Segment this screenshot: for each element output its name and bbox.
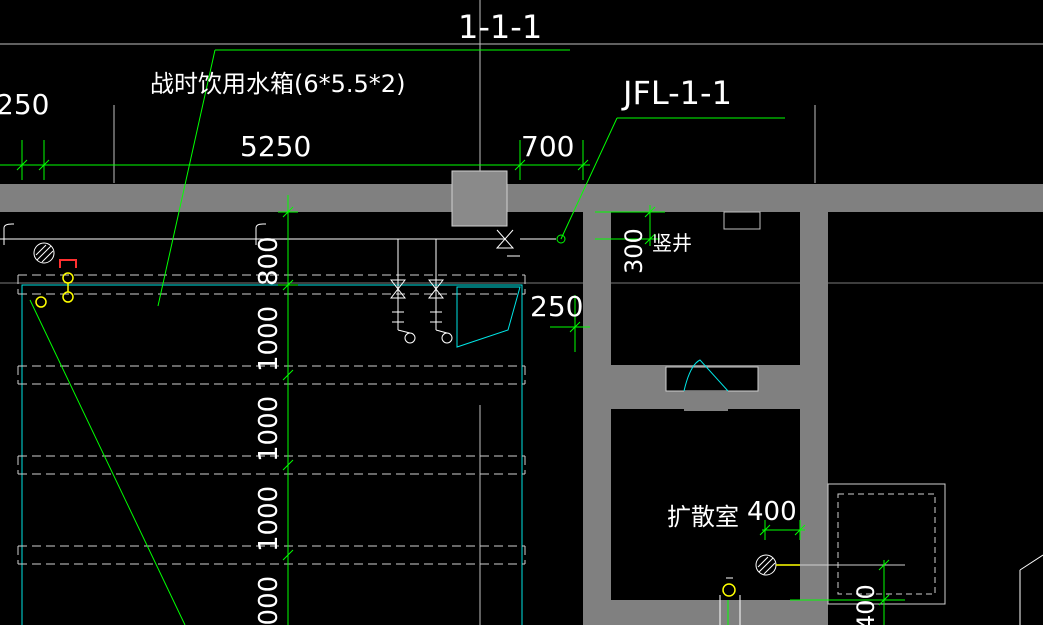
dim-1000-c: 1000 [254,486,284,552]
shaft-label: 竖井 [652,231,692,255]
dim-300: 300 [620,228,648,274]
dim-1000-b: 1000 [254,396,284,462]
dim-5250: 5250 [240,130,311,163]
diffusion-room-label: 扩散室 [667,503,739,531]
dim-800: 800 [254,236,284,286]
dim-700: 700 [521,130,574,163]
dim-400-room: 400 [747,497,797,527]
dim-400-bottom: 400 [852,584,880,625]
dim-1000-d: 1000 [254,576,284,625]
dimension-lines [0,49,905,625]
dim-250-top-left: 250 [0,88,49,121]
fittings [35,259,946,605]
riser-label: JFL-1-1 [621,74,732,112]
dim-1000-a: 1000 [254,306,284,372]
water-tank [17,274,526,625]
walls [0,170,1043,625]
dim-250-right: 250 [530,290,583,323]
labels: 1-1-1 战时饮用水箱(6*5.5*2) JFL-1-1 竖井 扩散室 250… [0,8,880,625]
section-label: 1-1-1 [458,8,542,46]
tank-label: 战时饮用水箱(6*5.5*2) [150,70,405,98]
